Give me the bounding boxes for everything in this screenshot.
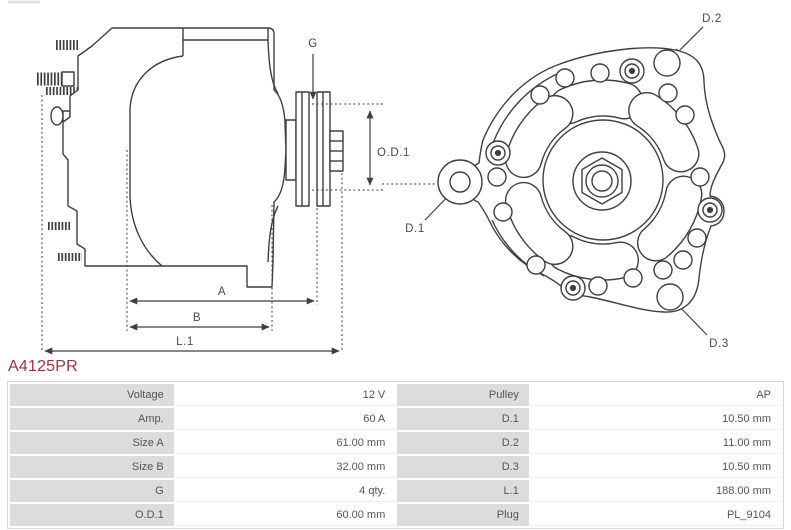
- dimension-lines: [44, 26, 708, 355]
- d1-hole: [449, 171, 471, 193]
- part-number: A4125PR: [8, 358, 78, 375]
- spec-value: 10.50 mm: [530, 408, 781, 430]
- spec-table: Voltage 12 V Pulley AP Amp. 60 A D.1 10.…: [7, 381, 784, 529]
- label-g: G: [308, 38, 318, 50]
- rim-contour-upper: [492, 71, 562, 144]
- front-view: [437, 47, 726, 313]
- side-knob: [50, 106, 64, 126]
- table-row: Size B 32.00 mm D.3 10.50 mm: [10, 456, 781, 478]
- spec-label: D.3: [397, 456, 529, 478]
- label-b: B: [193, 312, 201, 324]
- table-row: O.D.1 60.00 mm Plug PL_9104: [10, 504, 781, 526]
- d2-hole: [653, 49, 681, 77]
- spec-label: Plug: [397, 504, 529, 526]
- spec-label: Amp.: [10, 408, 174, 430]
- table-row: Size A 61.00 mm D.2 11.00 mm: [10, 432, 781, 454]
- stud-collar: [61, 71, 75, 87]
- alternator-body-outline: [62, 27, 287, 288]
- table-row: Amp. 60 A D.1 10.50 mm: [10, 408, 781, 430]
- spec-label: Size B: [10, 456, 174, 478]
- spec-value: PL_9104: [530, 504, 781, 526]
- mounting-studs: [37, 40, 82, 261]
- spec-value: 10.50 mm: [530, 456, 781, 478]
- label-d3: D.3: [709, 338, 729, 350]
- spec-value: 11.00 mm: [530, 432, 781, 454]
- shaft-hub: [542, 119, 664, 241]
- technical-diagram: G O.D.1 A B L.1 D.1 D.2 D.3: [8, 0, 729, 355]
- label-d1: D.1: [405, 223, 425, 235]
- spec-value: AP: [530, 384, 781, 406]
- spec-value: 188.00 mm: [530, 480, 781, 502]
- rim-holes: [487, 63, 710, 296]
- spec-label: L.1: [397, 480, 529, 502]
- label-a: A: [218, 286, 226, 298]
- spec-value: 12 V: [175, 384, 396, 406]
- vent-slots: [504, 79, 703, 281]
- table-row: G 4 qty. L.1 188.00 mm: [10, 480, 781, 502]
- label-od1: O.D.1: [377, 147, 410, 159]
- alternator-drawing: G O.D.1 A B L.1 D.1 D.2 D.3: [8, 0, 729, 355]
- dimension-labels: G O.D.1 A B L.1 D.1 D.2 D.3: [176, 13, 729, 350]
- spec-label: D.2: [397, 432, 529, 454]
- side-view: [37, 27, 344, 288]
- spec-value: 32.00 mm: [175, 456, 396, 478]
- body-inner-lines: [129, 28, 279, 267]
- spec-label: Voltage: [10, 384, 174, 406]
- extension-lines: [41, 95, 436, 352]
- spec-value: 60.00 mm: [175, 504, 396, 526]
- label-d2: D.2: [702, 13, 722, 25]
- spec-label: D.1: [397, 408, 529, 430]
- label-l1: L.1: [176, 336, 194, 348]
- mount-holes: [437, 49, 684, 311]
- spec-value: 60 A: [175, 408, 396, 430]
- spec-label: Size A: [10, 432, 174, 454]
- spec-label: G: [10, 480, 174, 502]
- d3-hole: [656, 283, 684, 311]
- spec-label: O.D.1: [10, 504, 174, 526]
- spec-value: 4 qty.: [175, 480, 396, 502]
- pulley-side: [285, 91, 344, 207]
- spec-value: 61.00 mm: [175, 432, 396, 454]
- spec-label: Pulley: [397, 384, 529, 406]
- through-bolts: [485, 58, 723, 301]
- table-row: Voltage 12 V Pulley AP: [10, 384, 781, 406]
